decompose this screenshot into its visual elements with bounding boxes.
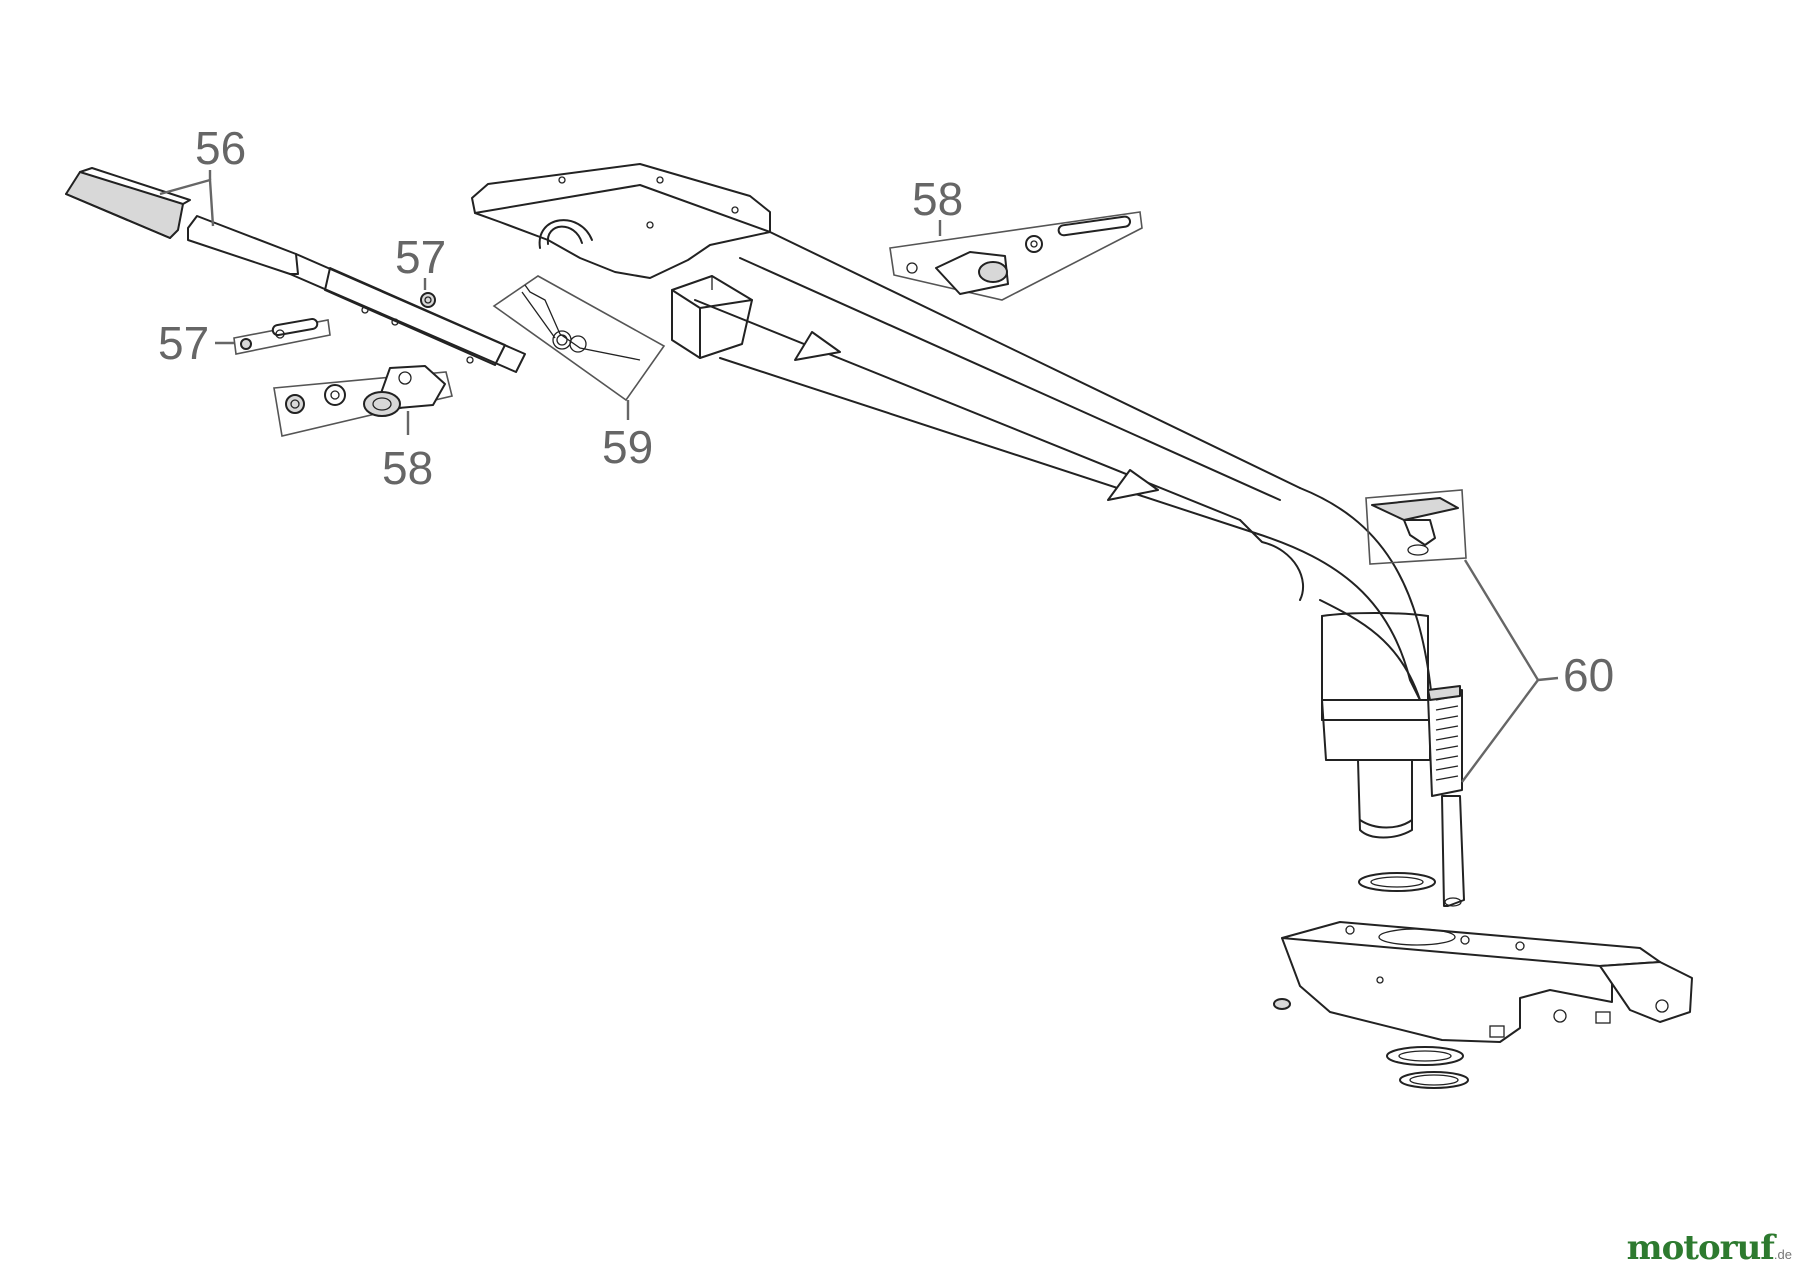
part-58-right-bracket — [889, 211, 1143, 301]
washer-lower-2 — [1399, 1071, 1469, 1089]
label-56: 56 — [195, 122, 246, 174]
leader-60 — [1461, 559, 1540, 783]
watermark-text: motoruf — [1626, 1228, 1775, 1268]
part-60-knob — [1365, 489, 1467, 565]
handle-top-plate — [471, 163, 771, 279]
part-58-left-bracket — [273, 365, 453, 437]
part-60-spring-bolt — [1427, 685, 1465, 907]
washer-upper — [1358, 872, 1436, 892]
handle-tube — [694, 231, 1433, 839]
part-59-spring — [492, 275, 666, 402]
part-57-nut — [420, 292, 436, 308]
label-57a: 57 — [395, 231, 446, 283]
label-60: 60 — [1563, 649, 1614, 701]
label-59: 59 — [602, 421, 653, 473]
label-57b: 57 — [158, 317, 209, 369]
small-nut-base — [1273, 998, 1291, 1010]
handle-bracket — [671, 275, 753, 359]
watermark-tld: .de — [1773, 1247, 1792, 1262]
motoruf-watermark: motoruf.de — [1627, 1228, 1792, 1268]
washer-lower-1 — [1386, 1046, 1464, 1066]
base-plate — [1281, 921, 1693, 1043]
handle-tabs — [794, 331, 1159, 501]
part-57-pin — [233, 317, 331, 355]
label-58a: 58 — [382, 442, 433, 494]
label-58b: 58 — [912, 173, 963, 225]
part-56-grip — [65, 167, 191, 239]
part-56-lever-bar — [187, 215, 526, 373]
leader-60-stub — [1537, 676, 1559, 682]
